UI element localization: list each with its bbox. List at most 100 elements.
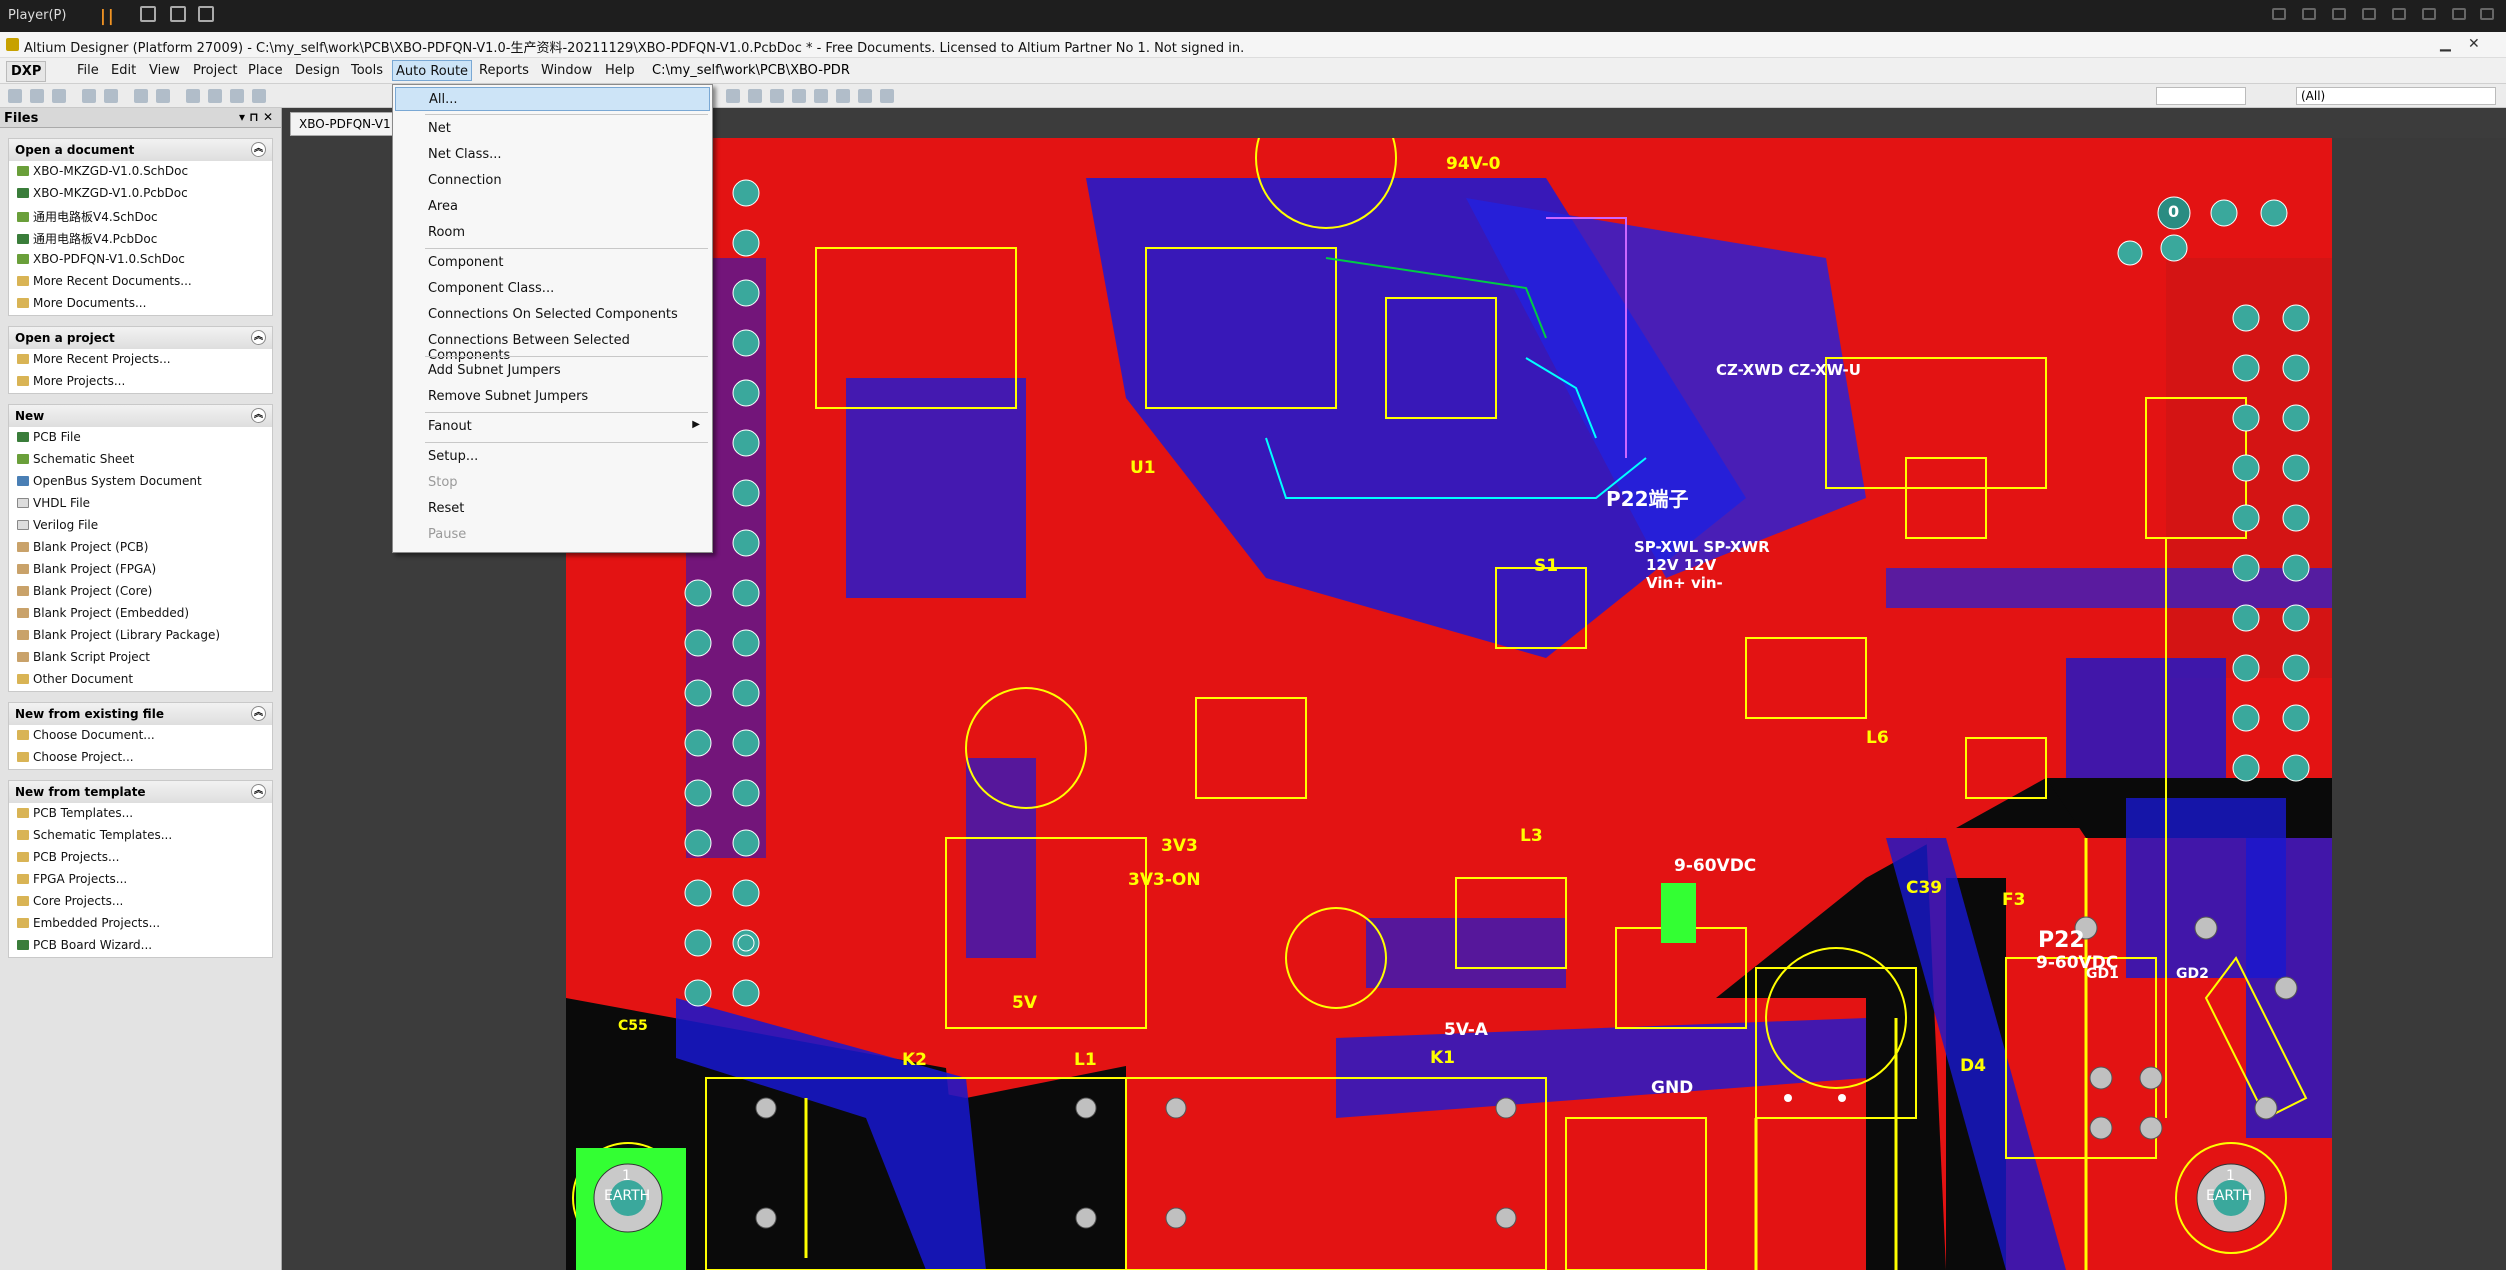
menu-item-setup[interactable]: Setup... [395,445,710,469]
preview-icon[interactable] [104,89,118,103]
collapse-icon[interactable]: ︽ [251,408,266,423]
paste-icon[interactable] [208,89,222,103]
layer-filter-combo[interactable] [2156,87,2246,105]
menu-item-connections-between-selected[interactable]: Connections Between Selected Components [395,329,710,363]
menu-design[interactable]: Design [295,63,340,78]
list-item[interactable]: OpenBus System Document [9,471,272,493]
filter-combo[interactable]: (All) [2296,87,2496,105]
fullscreen-icon[interactable] [170,6,186,22]
menu-help[interactable]: Help [605,63,635,78]
tray-icon-8[interactable] [2480,8,2494,20]
list-item[interactable]: 通用电路板V4.SchDoc [9,205,272,227]
menu-file[interactable]: File [77,63,99,78]
section-header-new[interactable]: New︽ [9,405,272,427]
list-item[interactable]: XBO-MKZGD-V1.0.SchDoc [9,161,272,183]
minimize-icon[interactable]: ▁ [2440,36,2451,52]
collapse-icon[interactable]: ︽ [251,784,266,799]
new-icon[interactable] [8,89,22,103]
close-icon[interactable]: ✕ [2468,36,2480,52]
menu-item-fanout[interactable]: Fanout▶ [395,415,710,439]
list-item[interactable]: More Recent Projects... [9,349,272,371]
list-item[interactable]: VHDL File [9,493,272,515]
undo-icon[interactable] [230,89,244,103]
menu-item-reset[interactable]: Reset [395,497,710,521]
tray-icon-6[interactable] [2422,8,2436,20]
collapse-icon[interactable]: ︽ [251,142,266,157]
send-keys-icon[interactable] [140,6,156,22]
menu-reports[interactable]: Reports [479,63,529,78]
unity-icon[interactable] [198,6,214,22]
component-icon[interactable] [880,89,894,103]
menu-item-connections-on-selected[interactable]: Connections On Selected Components [395,303,710,327]
tray-icon-5[interactable] [2392,8,2406,20]
section-header-new-from-existing[interactable]: New from existing file︽ [9,703,272,725]
polygon-icon[interactable] [836,89,850,103]
arc-icon[interactable] [792,89,806,103]
menu-item-net[interactable]: Net [395,117,710,141]
list-item[interactable]: PCB Board Wizard... [9,935,272,957]
3d-icon[interactable] [134,89,148,103]
list-item[interactable]: XBO-MKZGD-V1.0.PcbDoc [9,183,272,205]
menu-window[interactable]: Window [541,63,593,78]
list-item[interactable]: 通用电路板V4.PcbDoc [9,227,272,249]
tray-icon-1[interactable] [2272,8,2286,20]
menu-item-connection[interactable]: Connection [395,169,710,193]
list-item[interactable]: More Documents... [9,293,272,315]
menu-project[interactable]: Project [193,63,238,78]
menu-item-component[interactable]: Component [395,251,710,275]
collapse-icon[interactable]: ︽ [251,706,266,721]
list-item[interactable]: Choose Project... [9,747,272,769]
menu-auto-route[interactable]: Auto Route [392,60,473,81]
list-item[interactable]: PCB Projects... [9,847,272,869]
print-icon[interactable] [82,89,96,103]
copy-icon[interactable] [186,89,200,103]
player-menu[interactable]: Player(P) [8,8,67,23]
list-item[interactable]: More Recent Documents... [9,271,272,293]
panel-pin-close-icon[interactable]: ▾ ⊓ ✕ [239,110,273,124]
list-item[interactable]: Schematic Sheet [9,449,272,471]
pause-icon[interactable]: || [100,6,116,25]
menu-item-add-subnet-jumpers[interactable]: Add Subnet Jumpers [395,359,710,383]
list-item[interactable]: Blank Script Project [9,647,272,669]
tray-icon-4[interactable] [2362,8,2376,20]
section-header-open-document[interactable]: Open a document︽ [9,139,272,161]
menu-item-component-class[interactable]: Component Class... [395,277,710,301]
menu-item-net-class[interactable]: Net Class... [395,143,710,167]
list-item[interactable]: Blank Project (FPGA) [9,559,272,581]
redo-icon[interactable] [252,89,266,103]
menu-tools[interactable]: Tools [351,63,384,78]
list-item[interactable]: Other Document [9,669,272,691]
list-item[interactable]: Choose Document... [9,725,272,747]
tray-icon-2[interactable] [2302,8,2316,20]
tray-icon-3[interactable] [2332,8,2346,20]
pcb-canvas[interactable]: 94V-0 P22端子 CZ-XWD CZ-XW-U SP-XWL SP-XWR… [566,138,2332,1270]
list-item[interactable]: PCB File [9,427,272,449]
list-item[interactable]: Blank Project (PCB) [9,537,272,559]
fill-icon[interactable] [814,89,828,103]
save-icon[interactable] [52,89,66,103]
list-item[interactable]: Blank Project (Library Package) [9,625,272,647]
menu-view[interactable]: View [149,63,180,78]
dxp-menu[interactable]: DXP [6,61,47,82]
list-item[interactable]: FPGA Projects... [9,869,272,891]
menu-item-all[interactable]: All... [395,87,710,111]
list-item[interactable]: Schematic Templates... [9,825,272,847]
tray-icon-7[interactable] [2452,8,2466,20]
route-icon[interactable] [726,89,740,103]
menu-item-room[interactable]: Room [395,221,710,245]
zoom-icon[interactable] [156,89,170,103]
collapse-icon[interactable]: ︽ [251,330,266,345]
string-icon[interactable] [858,89,872,103]
list-item[interactable]: More Projects... [9,371,272,393]
menu-item-remove-subnet-jumpers[interactable]: Remove Subnet Jumpers [395,385,710,409]
document-path-combo[interactable]: C:\my_self\work\PCB\XBO-PDR [652,63,850,78]
section-header-new-from-template[interactable]: New from template︽ [9,781,272,803]
menu-edit[interactable]: Edit [111,63,137,78]
list-item[interactable]: Embedded Projects... [9,913,272,935]
diff-pair-icon[interactable] [748,89,762,103]
list-item[interactable]: Verilog File [9,515,272,537]
list-item[interactable]: Blank Project (Embedded) [9,603,272,625]
menu-item-area[interactable]: Area [395,195,710,219]
list-item[interactable]: Blank Project (Core) [9,581,272,603]
menu-place[interactable]: Place [248,63,283,78]
